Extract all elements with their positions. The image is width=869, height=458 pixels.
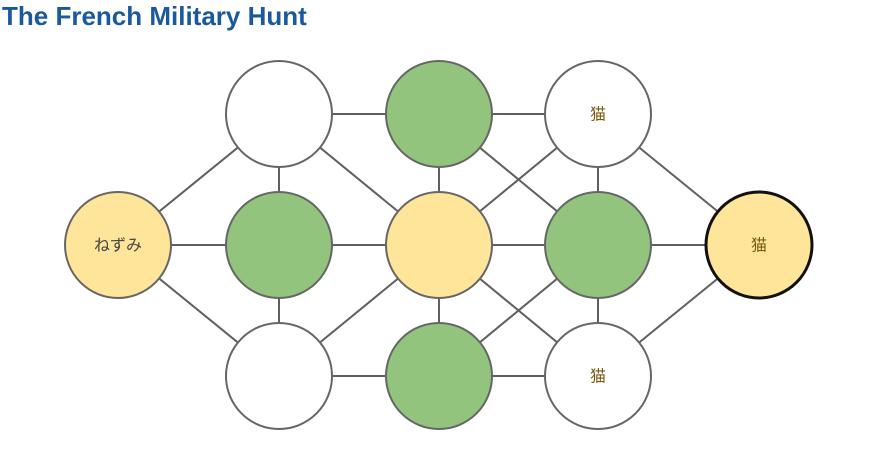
node-circle[interactable] (225, 322, 333, 430)
node-circle[interactable] (385, 191, 493, 299)
board-node-n8[interactable] (544, 191, 652, 299)
board-node-n2[interactable] (225, 191, 333, 299)
node-circle[interactable] (225, 191, 333, 299)
node-circle[interactable] (64, 191, 172, 299)
board-node-n4[interactable] (385, 60, 493, 168)
mouse-piece-label: ねずみ (94, 236, 142, 255)
board-node-n3[interactable] (225, 322, 333, 430)
cat-piece-label: 猫 (751, 236, 767, 255)
node-circle[interactable] (225, 60, 333, 168)
node-circle[interactable] (544, 60, 652, 168)
node-circle[interactable] (385, 60, 493, 168)
node-circle[interactable] (544, 322, 652, 430)
cat-piece-label: 猫 (590, 367, 606, 386)
board-node-n1[interactable] (225, 60, 333, 168)
board-node-n0[interactable]: ねずみ (64, 191, 172, 299)
board-node-n9[interactable]: 猫 (544, 322, 652, 430)
page-title: The French Military Hunt (2, 1, 307, 31)
board-node-n7[interactable]: 猫 (544, 60, 652, 168)
node-circle[interactable] (385, 322, 493, 430)
board-node-n5[interactable] (385, 191, 493, 299)
node-circle[interactable] (544, 191, 652, 299)
cat-piece-label: 猫 (590, 105, 606, 124)
node-circle[interactable] (704, 190, 814, 300)
board-node-n10-selected[interactable]: 猫 (704, 190, 814, 300)
board-node-n6[interactable] (385, 322, 493, 430)
